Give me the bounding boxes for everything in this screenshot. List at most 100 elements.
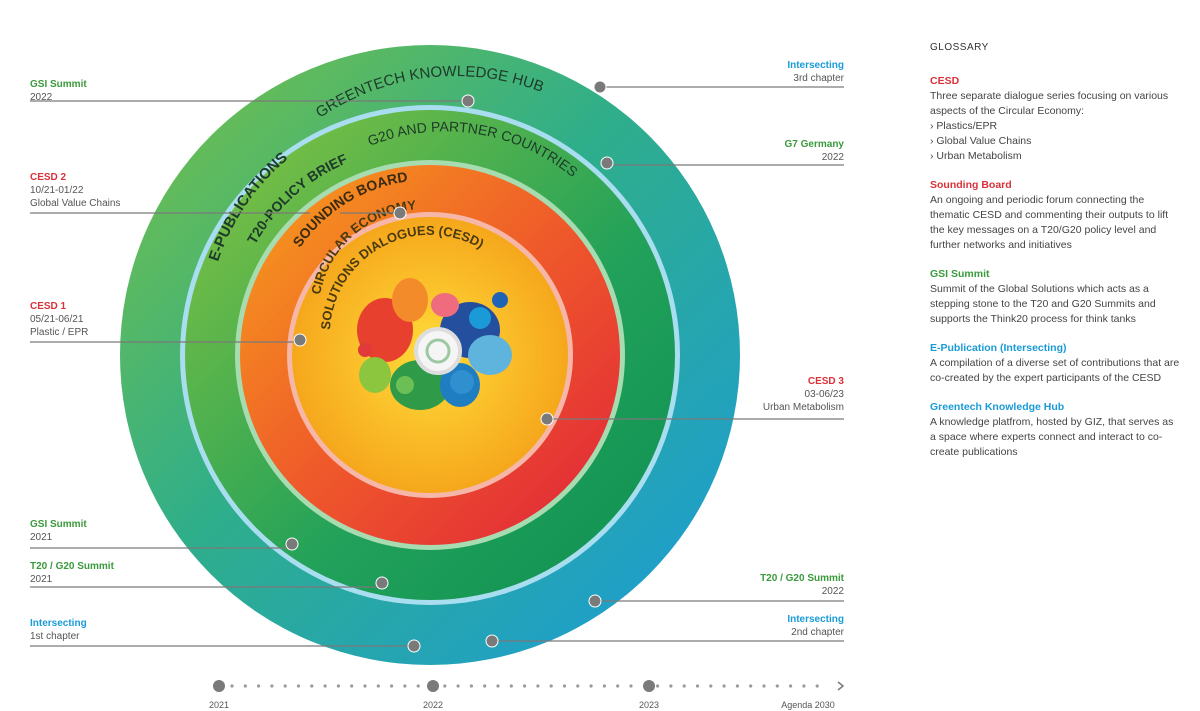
recycle-icon: [425, 338, 451, 364]
timeline-dot: [629, 684, 633, 688]
timeline-dot: [443, 684, 447, 688]
timeline-dot: [789, 684, 793, 688]
label-sub: 2022: [821, 152, 844, 163]
timeline-dot: [602, 684, 607, 688]
list-item: Urban Metabolism: [930, 149, 1180, 164]
timeline-dot: [243, 684, 247, 688]
glossary-desc: A knowledge platfrom, hosted by GIZ, tha…: [930, 416, 1174, 458]
label-title: T20 / G20 Summit: [760, 573, 844, 584]
timeline: [213, 680, 845, 692]
timeline-dot: [762, 684, 766, 688]
timeline-marker-2022: [427, 680, 439, 692]
label-sub: 1st chapter: [30, 631, 80, 642]
timeline-dot: [536, 684, 540, 688]
timeline-label-2022: 2022: [422, 700, 444, 710]
timeline-arrow-icon: [837, 681, 845, 691]
glossary-list: Plastics/EPR Global Value Chains Urban M…: [930, 119, 1180, 164]
timeline-dot: [296, 684, 301, 688]
label-t20-summit-2021: T20 / G20 Summit 2021: [30, 560, 114, 586]
label-title: Intersecting: [787, 60, 844, 71]
timeline-dot: [616, 684, 620, 688]
timeline-dot: [589, 684, 593, 688]
label-title: CESD 2: [30, 172, 67, 183]
timeline-dot: [469, 684, 473, 688]
label-gsi-summit-2022: GSI Summit 2022: [30, 78, 87, 104]
glossary-term: E-Publication (Intersecting): [930, 342, 1067, 354]
label-sub: Urban Metabolism: [762, 402, 844, 413]
glossary-desc: An ongoing and periodic forum connecting…: [930, 194, 1169, 251]
label-intersecting-3rd: Intersecting 3rd chapter: [787, 59, 844, 85]
glossary-term: CESD: [930, 75, 960, 87]
timeline-dot: [802, 684, 806, 688]
list-item: Global Value Chains: [930, 134, 1180, 149]
label-cesd1: CESD 1 05/21-06/21 Plastic / EPR: [30, 300, 88, 339]
timeline-dot: [682, 684, 686, 688]
timeline-dot: [709, 684, 713, 688]
timeline-dot: [576, 684, 580, 688]
timeline-marker-2023: [643, 680, 655, 692]
timeline-dot: [549, 684, 553, 688]
glossary-desc: A compilation of a diverse set of contri…: [930, 357, 1180, 384]
label-title: GSI Summit: [30, 519, 87, 530]
timeline-dot: [775, 684, 779, 688]
timeline-dot: [562, 684, 567, 688]
timeline-dot: [656, 684, 660, 688]
timeline-dot: [496, 684, 500, 688]
timeline-dot: [416, 684, 420, 688]
label-sub: 2021: [30, 574, 53, 585]
label-sub: 05/21-06/21: [30, 314, 84, 325]
timeline-dot: [509, 684, 513, 688]
label-intersecting-2nd: Intersecting 2nd chapter: [787, 613, 844, 639]
timeline-dot: [483, 684, 487, 688]
label-gsi-summit-2021: GSI Summit 2021: [30, 518, 87, 544]
timeline-dot: [403, 684, 407, 688]
glossary-entry-epublication: E-Publication (Intersecting) A compilati…: [930, 341, 1180, 386]
glossary-entry-gsi-summit: GSI Summit Summit of the Global Solution…: [930, 267, 1180, 327]
splash-illustration: [357, 278, 512, 410]
timeline-dot: [363, 684, 367, 688]
label-t20-summit-2022: T20 / G20 Summit 2022: [760, 572, 844, 598]
glossary-desc: Summit of the Global Solutions which act…: [930, 283, 1156, 325]
label-sub: 2022: [821, 586, 844, 597]
timeline-label-2021: 2021: [208, 700, 230, 710]
list-item: Plastics/EPR: [930, 119, 1180, 134]
timeline-marker-2021: [213, 680, 225, 692]
timeline-dot: [669, 684, 673, 688]
label-title: CESD 1: [30, 301, 67, 312]
timeline-dot: [257, 684, 261, 688]
timeline-label-agenda-2030: Agenda 2030: [781, 700, 835, 710]
label-sub: 2nd chapter: [791, 627, 844, 638]
timeline-dot: [735, 684, 740, 688]
glossary-entry-cesd: CESD Three separate dialogue series focu…: [930, 74, 1180, 164]
timeline-dot: [283, 684, 287, 688]
glossary-term: Greentech Knowledge Hub: [930, 401, 1065, 413]
label-title: Intersecting: [787, 614, 844, 625]
glossary-entry-greentech: Greentech Knowledge Hub A knowledge plat…: [930, 400, 1180, 460]
connector-dots: [285, 80, 614, 653]
label-sub: 2021: [30, 532, 53, 543]
label-title: GSI Summit: [30, 79, 87, 90]
timeline-dot: [336, 684, 340, 688]
glossary-entry-sounding-board: Sounding Board An ongoing and periodic f…: [930, 178, 1180, 253]
glossary-panel: GLOSSARY CESD Three separate dialogue se…: [930, 40, 1180, 474]
timeline-dot: [270, 684, 274, 688]
timeline-dot: [815, 684, 819, 688]
label-title: Intersecting: [30, 618, 87, 629]
label-cesd2: CESD 2 10/21-01/22 Global Value Chains: [30, 171, 120, 210]
label-g7-germany: G7 Germany 2022: [785, 138, 844, 164]
label-sub: 03-06/23: [804, 389, 844, 400]
timeline-dot: [749, 684, 753, 688]
glossary-desc: Three separate dialogue series focusing …: [930, 90, 1169, 117]
timeline-dot: [722, 684, 726, 688]
timeline-dot: [390, 684, 394, 688]
glossary-heading: GLOSSARY: [930, 42, 989, 53]
label-title: CESD 3: [807, 376, 844, 387]
timeline-label-2023: 2023: [638, 700, 660, 710]
connectors: [30, 86, 844, 647]
label-sub: 10/21-01/22: [30, 185, 84, 196]
label-title: G7 Germany: [784, 139, 844, 150]
label-sub: 3rd chapter: [793, 73, 844, 84]
timeline-dot: [350, 684, 354, 688]
concentric-rings-diagram: E-PUBLICATIONS GREENTECH KNOWLEDGE HUB T…: [30, 45, 845, 692]
label-intersecting-1st: Intersecting 1st chapter: [30, 617, 87, 643]
